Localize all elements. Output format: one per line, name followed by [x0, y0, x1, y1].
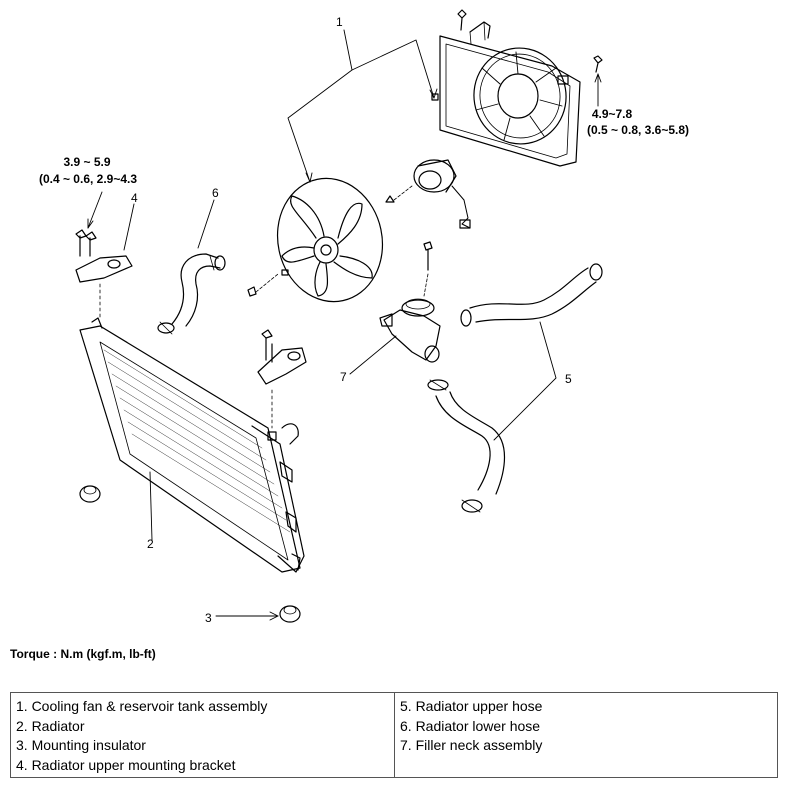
- filler-neck-assembly: [379, 241, 441, 363]
- legend-item: 1. Cooling fan & reservoir tank assembly: [16, 698, 268, 714]
- fan-motor: [385, 159, 471, 229]
- shroud-bolt-top: [457, 9, 467, 31]
- legend-item: 5. Radiator upper hose: [400, 698, 543, 714]
- legend-column-right: 5. Radiator upper hose 6. Radiator lower…: [395, 693, 777, 777]
- callout-1: 1: [336, 15, 343, 29]
- torque-unit-note: Torque : N.m (kgf.m, lb-ft): [10, 647, 156, 661]
- torque-spec-fan-shroud-value: 4.9~7.8: [592, 107, 633, 121]
- legend-item: 7. Filler neck assembly: [400, 737, 543, 753]
- legend-column-left: 1. Cooling fan & reservoir tank assembly…: [11, 693, 395, 777]
- callout-7: 7: [340, 370, 347, 384]
- callout-3: 3: [205, 611, 212, 625]
- parts-legend-table: 1. Cooling fan & reservoir tank assembly…: [10, 692, 778, 778]
- callout-6: 6: [212, 186, 219, 200]
- torque-spec-bracket-value: 3.9 ~ 5.9: [63, 155, 110, 169]
- upper-mounting-bracket-left: [75, 229, 133, 321]
- torque-spec-fan-shroud-conversion: (0.5 ~ 0.8, 3.6~5.8): [587, 123, 689, 137]
- fan-shroud-assembly: [431, 21, 581, 167]
- legend-item: 2. Radiator: [16, 717, 85, 734]
- callout-4: 4: [131, 191, 138, 205]
- radiator-upper-hose-upper-section: [460, 263, 603, 327]
- radiator-upper-hose-lower-section: [427, 379, 505, 513]
- leader-lines: [87, 29, 602, 621]
- torque-spec-bracket-conversion: (0.4 ~ 0.6, 2.9~4.3: [39, 172, 137, 186]
- callout-5: 5: [565, 372, 572, 386]
- exploded-parts-diagram: 1 2 3 4 5 6 7 4.9~7.8 (0.5 ~ 0.8, 3.6~5.…: [39, 9, 689, 625]
- mounting-insulator-left: [79, 485, 101, 503]
- upper-mounting-bracket-right: [257, 329, 307, 429]
- cooling-fan: [247, 177, 384, 303]
- legend-item: 6. Radiator lower hose: [400, 717, 541, 734]
- legend-item: 4. Radiator upper mounting bracket: [16, 756, 236, 773]
- callout-2: 2: [147, 537, 154, 551]
- shroud-bolt-right: [593, 55, 603, 73]
- legend-item: 3. Mounting insulator: [16, 737, 146, 753]
- mounting-insulator: [279, 605, 301, 623]
- radiator-lower-hose: [157, 253, 226, 335]
- radiator: [79, 317, 305, 573]
